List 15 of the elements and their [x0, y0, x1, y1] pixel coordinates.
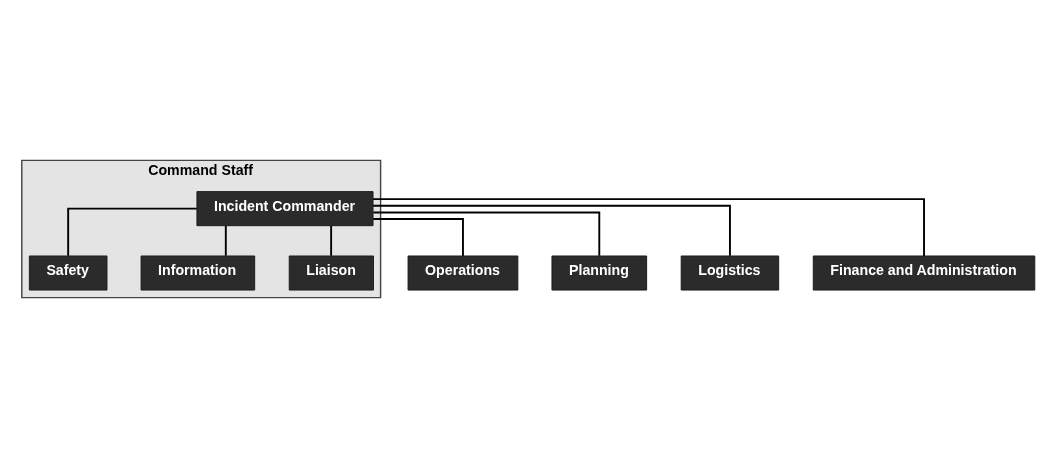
connector [67, 207, 198, 257]
connector [372, 211, 601, 257]
node-box: Operations [407, 255, 519, 291]
node-box: Information [140, 255, 256, 291]
node-box: Logistics [680, 255, 780, 291]
connector [224, 224, 227, 257]
node-box: Safety [28, 255, 108, 291]
connector [372, 197, 925, 257]
connector [372, 217, 464, 257]
node-box: Incident Commander [196, 190, 374, 226]
node-box: Planning [551, 255, 648, 291]
node-box: Finance and Administration [812, 255, 1036, 291]
connector [372, 204, 731, 257]
connector [330, 224, 333, 257]
node-box: Liaison [288, 255, 374, 291]
